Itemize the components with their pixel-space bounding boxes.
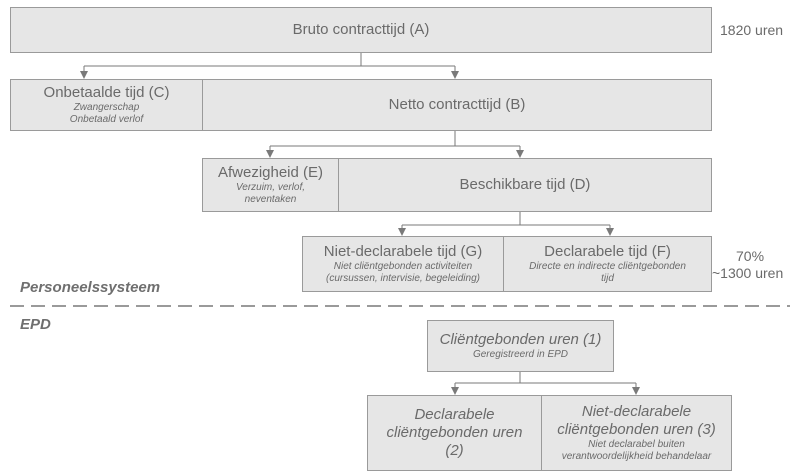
box-3-line1: Niet-declarabele <box>581 403 692 420</box>
box-3-sub1: Niet declarabel buiten <box>588 439 685 450</box>
box-c-sub2: Onbetaald verlof <box>69 114 144 125</box>
box-niet-declarabele-clientgebonden-uren: Niet-declarabele cliëntgebonden uren (3)… <box>541 395 732 471</box>
section-personeelssysteem: Personeelssysteem <box>20 279 161 296</box>
box-niet-declarabele-tijd: Niet-declarabele tijd (G) Niet cliëntgeb… <box>302 236 504 292</box>
box-1-title: Cliëntgebonden uren (1) <box>439 331 602 348</box>
box-3-sub2: verantwoordelijkheid behandelaar <box>561 451 712 462</box>
section-epd: EPD <box>20 316 51 333</box>
box-1-sub1: Geregistreerd in EPD <box>472 349 569 360</box>
percentage-label: 70% <box>736 248 765 264</box>
box-a-title: Bruto contracttijd (A) <box>292 21 430 38</box>
box-2-line2: cliëntgebonden uren <box>386 424 523 441</box>
box-e-title: Afwezigheid (E) <box>217 164 324 181</box>
box-3-line2: cliëntgebonden uren (3) <box>557 421 716 438</box>
box-d-title: Beschikbare tijd (D) <box>459 176 591 193</box>
box-2-line1: Declarabele <box>414 406 495 423</box>
box-clientgebonden-uren: Cliëntgebonden uren (1) Geregistreerd in… <box>427 320 614 372</box>
box-onbetaalde-tijd: Onbetaalde tijd (C) Zwangerschap Onbetaa… <box>10 79 203 131</box>
box-f-sub2: tijd <box>601 273 614 284</box>
box-beschikbare-tijd: Beschikbare tijd (D) <box>338 158 712 212</box>
box-c-title: Onbetaalde tijd (C) <box>43 84 170 101</box>
box-netto-contracttijd: Netto contracttijd (B) <box>202 79 712 131</box>
box-g-sub2: (cursussen, intervisie, begeleiding) <box>326 273 480 284</box>
box-2-line3: (2) <box>445 442 464 459</box>
box-declarabele-clientgebonden-uren: Declarabele cliëntgebonden uren (2) <box>367 395 542 471</box>
box-g-sub1: Niet cliëntgebonden activiteiten <box>333 261 473 272</box>
hours-declarabel-label: ~1300 uren <box>712 265 784 281</box>
box-afwezigheid: Afwezigheid (E) Verzuim, verlof, neventa… <box>202 158 339 212</box>
box-b-title: Netto contracttijd (B) <box>388 96 526 113</box>
box-bruto-contracttijd: Bruto contracttijd (A) <box>10 7 712 53</box>
box-g-title: Niet-declarabele tijd (G) <box>323 243 483 260</box>
box-c-sub1: Zwangerschap <box>73 102 140 113</box>
box-e-sub2: neventaken <box>244 194 297 205</box>
box-e-sub1: Verzuim, verlof, <box>235 182 306 193</box>
box-declarabele-tijd: Declarabele tijd (F) Directe en indirect… <box>503 236 712 292</box>
box-f-sub1: Directe en indirecte cliëntgebonden <box>529 261 686 272</box>
hours-total-label: 1820 uren <box>720 22 784 38</box>
box-f-title: Declarabele tijd (F) <box>544 243 671 260</box>
